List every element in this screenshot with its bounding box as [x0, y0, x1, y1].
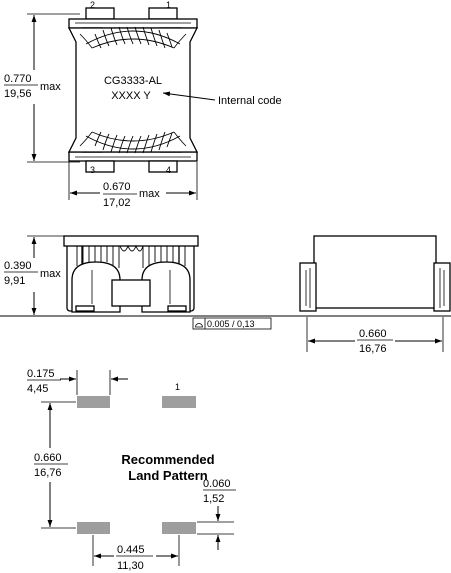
part-number-marking: CG3333-AL — [104, 75, 162, 87]
internal-code-marking: XXXX Y — [111, 90, 151, 102]
end-width-mm: 16,76 — [359, 343, 387, 355]
pad-width-mm: 4,45 — [27, 383, 48, 395]
side-height-mm: 9,91 — [4, 275, 25, 287]
land-pin-1-label: 1 — [175, 382, 180, 392]
pad-width-inch: 0.175 — [27, 368, 55, 380]
top-width-inch: 0.670 — [103, 181, 131, 193]
land-pad-bottom-left — [77, 522, 110, 534]
lower-coil-winding — [79, 131, 187, 154]
top-height-inch: 0.770 — [4, 73, 32, 85]
top-view-width-dimension: 0.670 17,02 max — [68, 162, 198, 209]
top-view: CG3333-AL XXXX Y Internal code 2 1 3 4 0… — [4, 0, 282, 209]
end-width-inch: 0.660 — [359, 328, 387, 340]
land-pad-bottom-right — [162, 522, 196, 534]
top-view-height-dimension: 0.770 19,56 max — [4, 13, 80, 163]
side-view: 0.390 9,91 max 0.005 / 0,13 — [0, 235, 451, 330]
land-pattern-title-line1: Recommended — [121, 452, 214, 467]
column-spacing-inch: 0.445 — [117, 544, 145, 556]
land-pattern: 1 Recommended Land Pattern 0.175 4,45 0.… — [27, 368, 236, 572]
top-width-mm: 17,02 — [103, 197, 131, 209]
pad-width-dimension: 0.175 4,45 — [27, 368, 128, 395]
end-view: 0.660 16,76 — [299, 235, 451, 355]
pad-height-dimension: 0.060 1,52 — [197, 478, 236, 550]
land-pad-top-left — [77, 396, 110, 408]
top-height-max: max — [40, 81, 61, 93]
pin-1-label: 1 — [166, 0, 171, 10]
flatness-icon — [195, 323, 203, 328]
inductor-body-outline — [67, 27, 199, 153]
row-spacing-dimension: 0.660 16,76 — [34, 401, 76, 529]
column-spacing-mm: 11,30 — [117, 560, 144, 572]
pin-4-label: 4 — [166, 165, 171, 175]
land-pad-top-right — [162, 396, 196, 408]
flatness-value: 0.005 / 0,13 — [207, 319, 255, 329]
internal-code-callout: Internal code — [218, 95, 282, 107]
row-spacing-inch: 0.660 — [34, 452, 62, 464]
land-pattern-title-line2: Land Pattern — [128, 468, 208, 483]
end-view-width-dimension: 0.660 16,76 — [306, 317, 444, 355]
pin-2-label: 2 — [90, 0, 95, 10]
side-view-height-dimension: 0.390 9,91 max — [4, 235, 66, 315]
top-width-max: max — [139, 188, 160, 200]
flatness-tolerance-frame: 0.005 / 0,13 — [192, 317, 272, 330]
side-height-max: max — [40, 268, 61, 280]
pad-height-mm: 1,52 — [203, 493, 224, 505]
side-height-inch: 0.390 — [4, 260, 32, 272]
upper-coil-winding — [79, 26, 187, 49]
internal-code-leader — [162, 91, 216, 101]
pin-3-label: 3 — [90, 165, 95, 175]
pad-height-inch: 0.060 — [203, 478, 231, 490]
column-spacing-dimension: 0.445 11,30 — [92, 535, 180, 572]
top-height-mm: 19,56 — [4, 88, 32, 100]
row-spacing-mm: 16,76 — [34, 467, 62, 479]
